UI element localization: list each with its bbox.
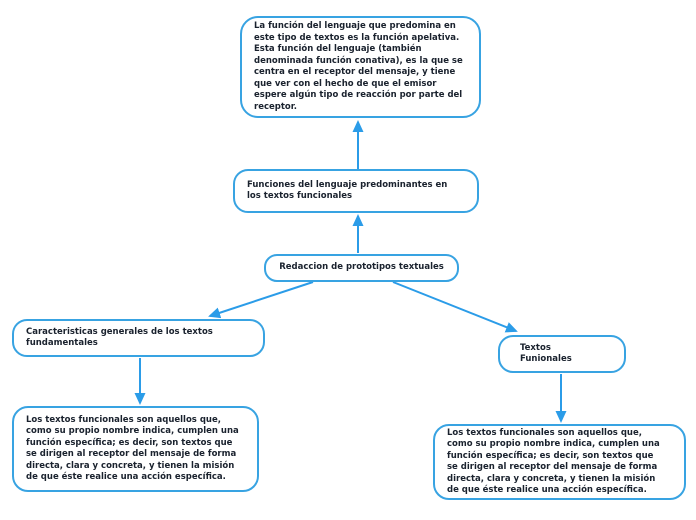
node-caracteristicas-description-text: Los textos funcionales son aquellos que,… [26,414,239,483]
edge-redaccion-to-caracteristicas-arrow [208,281,314,319]
node-caracteristicas-description: Los textos funcionales son aquellos que,… [12,406,259,492]
node-textos-funcionales-description-text: Los textos funcionales son aquellos que,… [447,427,660,496]
node-caracteristicas-generales: Caracteristicas generales de los textos … [12,319,265,357]
node-funcion-apelativa-description: La función del lenguaje que predomina en… [240,16,481,118]
node-textos-funcionales: Textos Funionales [498,335,626,373]
node-redaccion-prototipos: Redaccion de prototipos textuales [264,254,459,282]
node-textos-funcionales-description: Los textos funcionales son aquellos que,… [433,424,686,500]
node-caracteristicas-text: Caracteristicas generales de los textos … [26,326,213,349]
node-textos-text: Textos Funionales [520,342,572,365]
node-funcion-apelativa-text: La función del lenguaje que predomina en… [254,21,463,112]
node-funciones-text: Funciones del lenguaje predominantes en … [247,179,448,202]
node-redaccion-text: Redaccion de prototipos textuales [279,262,444,273]
node-funciones-del-lenguaje: Funciones del lenguaje predominantes en … [233,169,479,213]
edge-redaccion-to-textos-arrow [392,281,518,333]
